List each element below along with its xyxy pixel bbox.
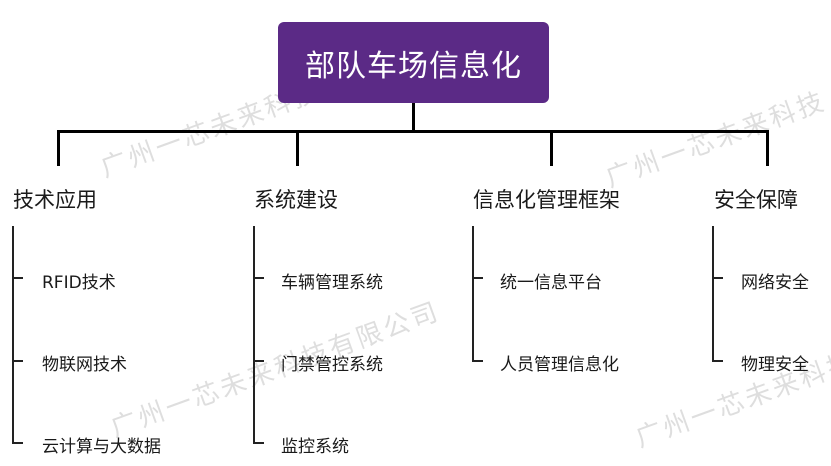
branch-tick <box>472 277 483 279</box>
drop-line-tech <box>57 130 60 166</box>
leaf-item: 物理安全 <box>741 355 809 375</box>
drop-line-framework <box>550 130 553 166</box>
branch-tick <box>472 360 483 362</box>
root-node-label: 部队车场信息化 <box>305 48 522 84</box>
leaf-item: 监控系统 <box>281 437 349 457</box>
watermark: 广州一芯未来科技 <box>602 86 831 194</box>
leaf-item: 物联网技术 <box>42 355 127 375</box>
branch-tick <box>12 277 23 279</box>
leaf-item: 网络安全 <box>741 273 809 293</box>
branch-tick <box>253 442 264 444</box>
leaf-item: 门禁管控系统 <box>281 355 383 375</box>
category-tech-application: 技术应用 <box>13 188 97 212</box>
branch-line-security <box>712 226 714 362</box>
watermark: 广州一芯未来科技有限公司 <box>107 296 445 444</box>
branch-tick <box>712 277 723 279</box>
category-management-framework: 信息化管理框架 <box>473 188 620 212</box>
leaf-item: 云计算与大数据 <box>42 437 161 457</box>
leaf-item: 车辆管理系统 <box>281 273 383 293</box>
branch-tick <box>12 360 23 362</box>
category-security: 安全保障 <box>714 188 798 212</box>
root-node: 部队车场信息化 <box>278 22 549 103</box>
leaf-item: RFID技术 <box>42 273 116 293</box>
branch-line-tech <box>12 226 14 444</box>
branch-tick <box>253 277 264 279</box>
branch-line-framework <box>472 226 474 362</box>
leaf-item: 人员管理信息化 <box>500 355 619 375</box>
category-system-construction: 系统建设 <box>254 188 338 212</box>
leaf-item: 统一信息平台 <box>500 273 602 293</box>
drop-line-system <box>296 130 299 166</box>
branch-line-system <box>253 226 255 444</box>
drop-line-security <box>766 130 769 166</box>
branch-tick <box>712 360 723 362</box>
root-trunk-line <box>412 103 415 132</box>
branch-tick <box>253 360 264 362</box>
branch-tick <box>12 442 23 444</box>
horizontal-connector-line <box>57 130 769 133</box>
